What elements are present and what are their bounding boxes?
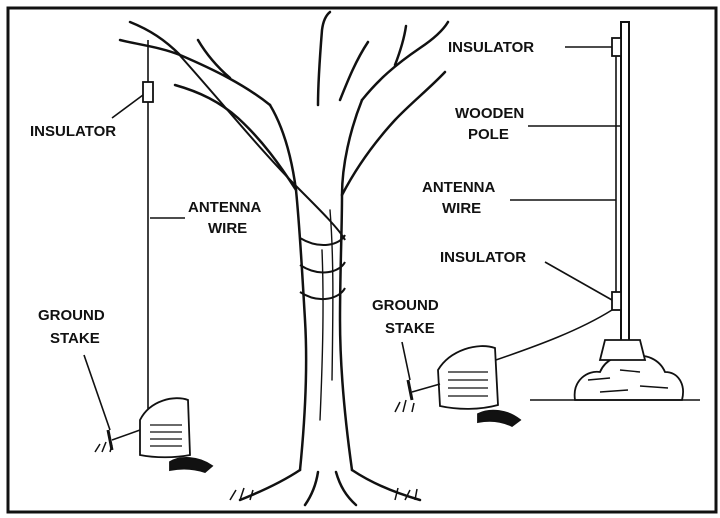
left-radio-set (140, 398, 212, 472)
left-ground-wire (112, 430, 140, 440)
right-bottom-insulator-shape (612, 292, 621, 310)
label-right-ground-line1: GROUND (372, 297, 439, 314)
leader-lines (84, 47, 621, 430)
leader-right-ground (402, 342, 410, 380)
rock-pile (575, 340, 683, 400)
wooden-pole-shape (621, 22, 629, 342)
label-left-ground-line1: GROUND (38, 307, 105, 324)
left-antenna (108, 40, 212, 472)
tree-roots (240, 470, 420, 505)
label-wooden-pole-line2: POLE (468, 126, 509, 143)
leader-left-insulator (112, 95, 143, 118)
left-insulator-shape (143, 82, 153, 102)
right-antenna (408, 22, 700, 426)
label-right-insulator-top: INSULATOR (448, 39, 534, 56)
label-wooden-pole-line1: WOODEN (455, 105, 524, 122)
tree-bark-lines (320, 210, 333, 420)
leader-left-ground (84, 355, 110, 430)
right-ground-stake (408, 380, 412, 400)
tree-branch-left-inner (175, 85, 296, 190)
label-right-antenna-line1: ANTENNA (422, 179, 495, 196)
label-left-antenna-line1: ANTENNA (188, 199, 261, 216)
left-ground-stake (108, 430, 112, 450)
leader-right-insulator-bottom (545, 262, 612, 300)
tree-branch-top (318, 12, 368, 105)
right-radio-set (438, 346, 520, 426)
label-left-insulator: INSULATOR (30, 123, 116, 140)
label-left-antenna-line2: WIRE (208, 220, 247, 237)
label-right-ground-line2: STAKE (385, 320, 435, 337)
right-top-insulator-shape (612, 38, 621, 56)
label-right-insulator-bottom: INSULATOR (440, 249, 526, 266)
diagram-border (8, 8, 716, 512)
label-left-ground-line2: STAKE (50, 330, 100, 347)
right-ground-wire (412, 384, 440, 392)
labels: INSULATOR ANTENNA WIRE GROUND STAKE INSU… (30, 39, 534, 347)
label-right-antenna-line2: WIRE (442, 200, 481, 217)
tree-trunk-right-edge (340, 100, 362, 470)
right-lead-in-wire (490, 310, 612, 362)
